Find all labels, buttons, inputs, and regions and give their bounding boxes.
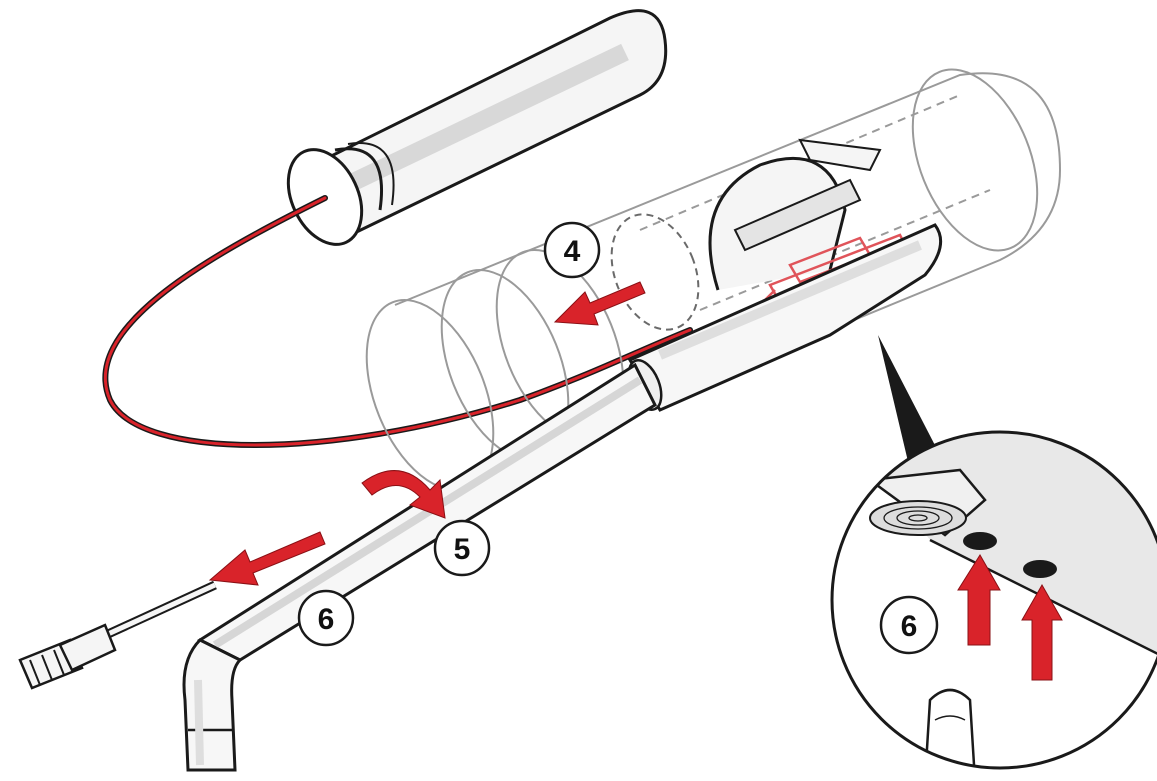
arrow-left-icon bbox=[553, 281, 646, 326]
callout-pointer bbox=[878, 335, 940, 470]
detail-callout bbox=[830, 430, 1157, 770]
rotate-arrow-icon bbox=[361, 470, 446, 519]
arrow-up-icon bbox=[1021, 583, 1063, 681]
svg-text:6: 6 bbox=[901, 610, 918, 643]
probe-bend bbox=[182, 638, 243, 772]
step-5-label: 5 bbox=[433, 519, 491, 577]
arrow-left-icon bbox=[208, 531, 326, 586]
svg-text:6: 6 bbox=[318, 603, 335, 636]
probe-cable bbox=[93, 580, 217, 645]
cable-connector bbox=[18, 623, 117, 690]
battery-wire bbox=[102, 195, 693, 448]
arrow-up-icon bbox=[957, 554, 1001, 646]
svg-text:5: 5 bbox=[454, 533, 471, 566]
detail-step-6-label: 6 bbox=[879, 595, 939, 655]
step-4-label: 4 bbox=[543, 221, 601, 279]
step-6-label: 6 bbox=[297, 589, 355, 647]
probe-rod bbox=[196, 362, 657, 662]
svg-text:4: 4 bbox=[564, 235, 581, 268]
